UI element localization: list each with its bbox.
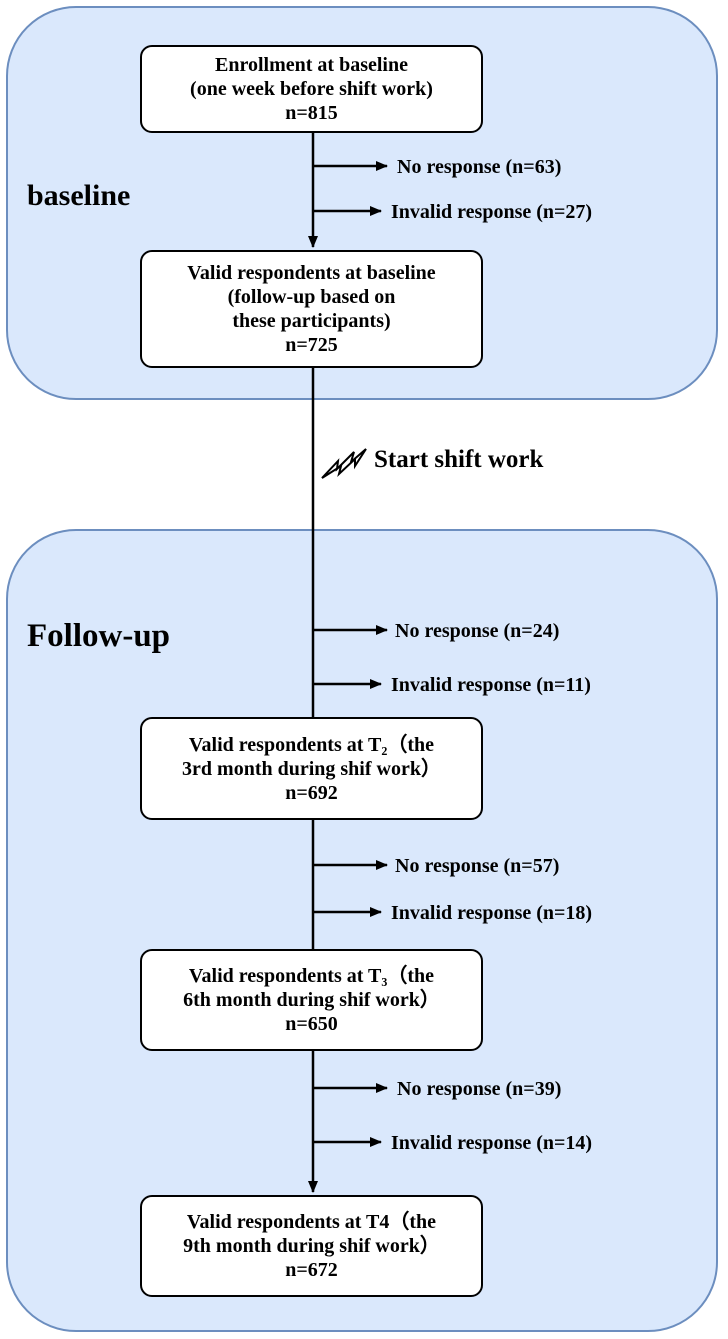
t2-box: Valid respondents at T₂（the 3rd month du… [140,717,483,820]
enrollment-baseline-box: Enrollment at baseline (one week before … [140,45,483,133]
t2-invalid-response-label: Invalid response (n=11) [391,674,591,696]
lightning-bolt-icon [321,448,367,479]
t3-subtitle: 6th month during shif work） [183,989,440,1011]
t4-subtitle: 9th month during shif work） [183,1235,440,1257]
valid-baseline-title: Valid respondents at baseline [187,262,436,284]
valid-baseline-line2: (follow-up based on [227,286,396,308]
t4-title: Valid respondents at T4（the [186,1211,437,1233]
baseline-phase-label: baseline [27,179,131,212]
t3-title: Valid respondents at T₃（the [188,965,435,987]
t3-count: n=650 [285,1013,338,1035]
t3-box: Valid respondents at T₃（the 6th month du… [140,949,483,1051]
t2-count: n=692 [285,781,338,804]
valid-baseline-count: n=725 [285,334,338,356]
valid-baseline-box: Valid respondents at baseline (follow-up… [140,250,483,368]
start-shift-work-label: Start shift work [374,446,544,473]
baseline-invalid-response-label: Invalid response (n=27) [391,201,593,223]
enrollment-title: Enrollment at baseline [215,54,408,76]
baseline-no-response-label: No response (n=63) [397,156,562,178]
t2-subtitle: 3rd month during shif work） [182,757,441,780]
t4-no-response-label: No response (n=39) [397,1078,562,1100]
t2-title: Valid respondents at T₂（the [188,733,435,756]
t3-invalid-response-label: Invalid response (n=18) [391,902,593,924]
t3-no-response-label: No response (n=57) [395,855,560,877]
enrollment-subtitle: (one week before shift work) [190,78,433,100]
followup-phase-label: Follow-up [27,618,171,654]
t2-no-response-label: No response (n=24) [395,620,560,642]
valid-baseline-line3: these participants) [232,310,391,332]
t4-count: n=672 [285,1259,338,1281]
enrollment-count: n=815 [285,102,338,124]
t4-invalid-response-label: Invalid response (n=14) [391,1132,593,1154]
t4-box: Valid respondents at T4（the 9th month du… [140,1195,483,1297]
